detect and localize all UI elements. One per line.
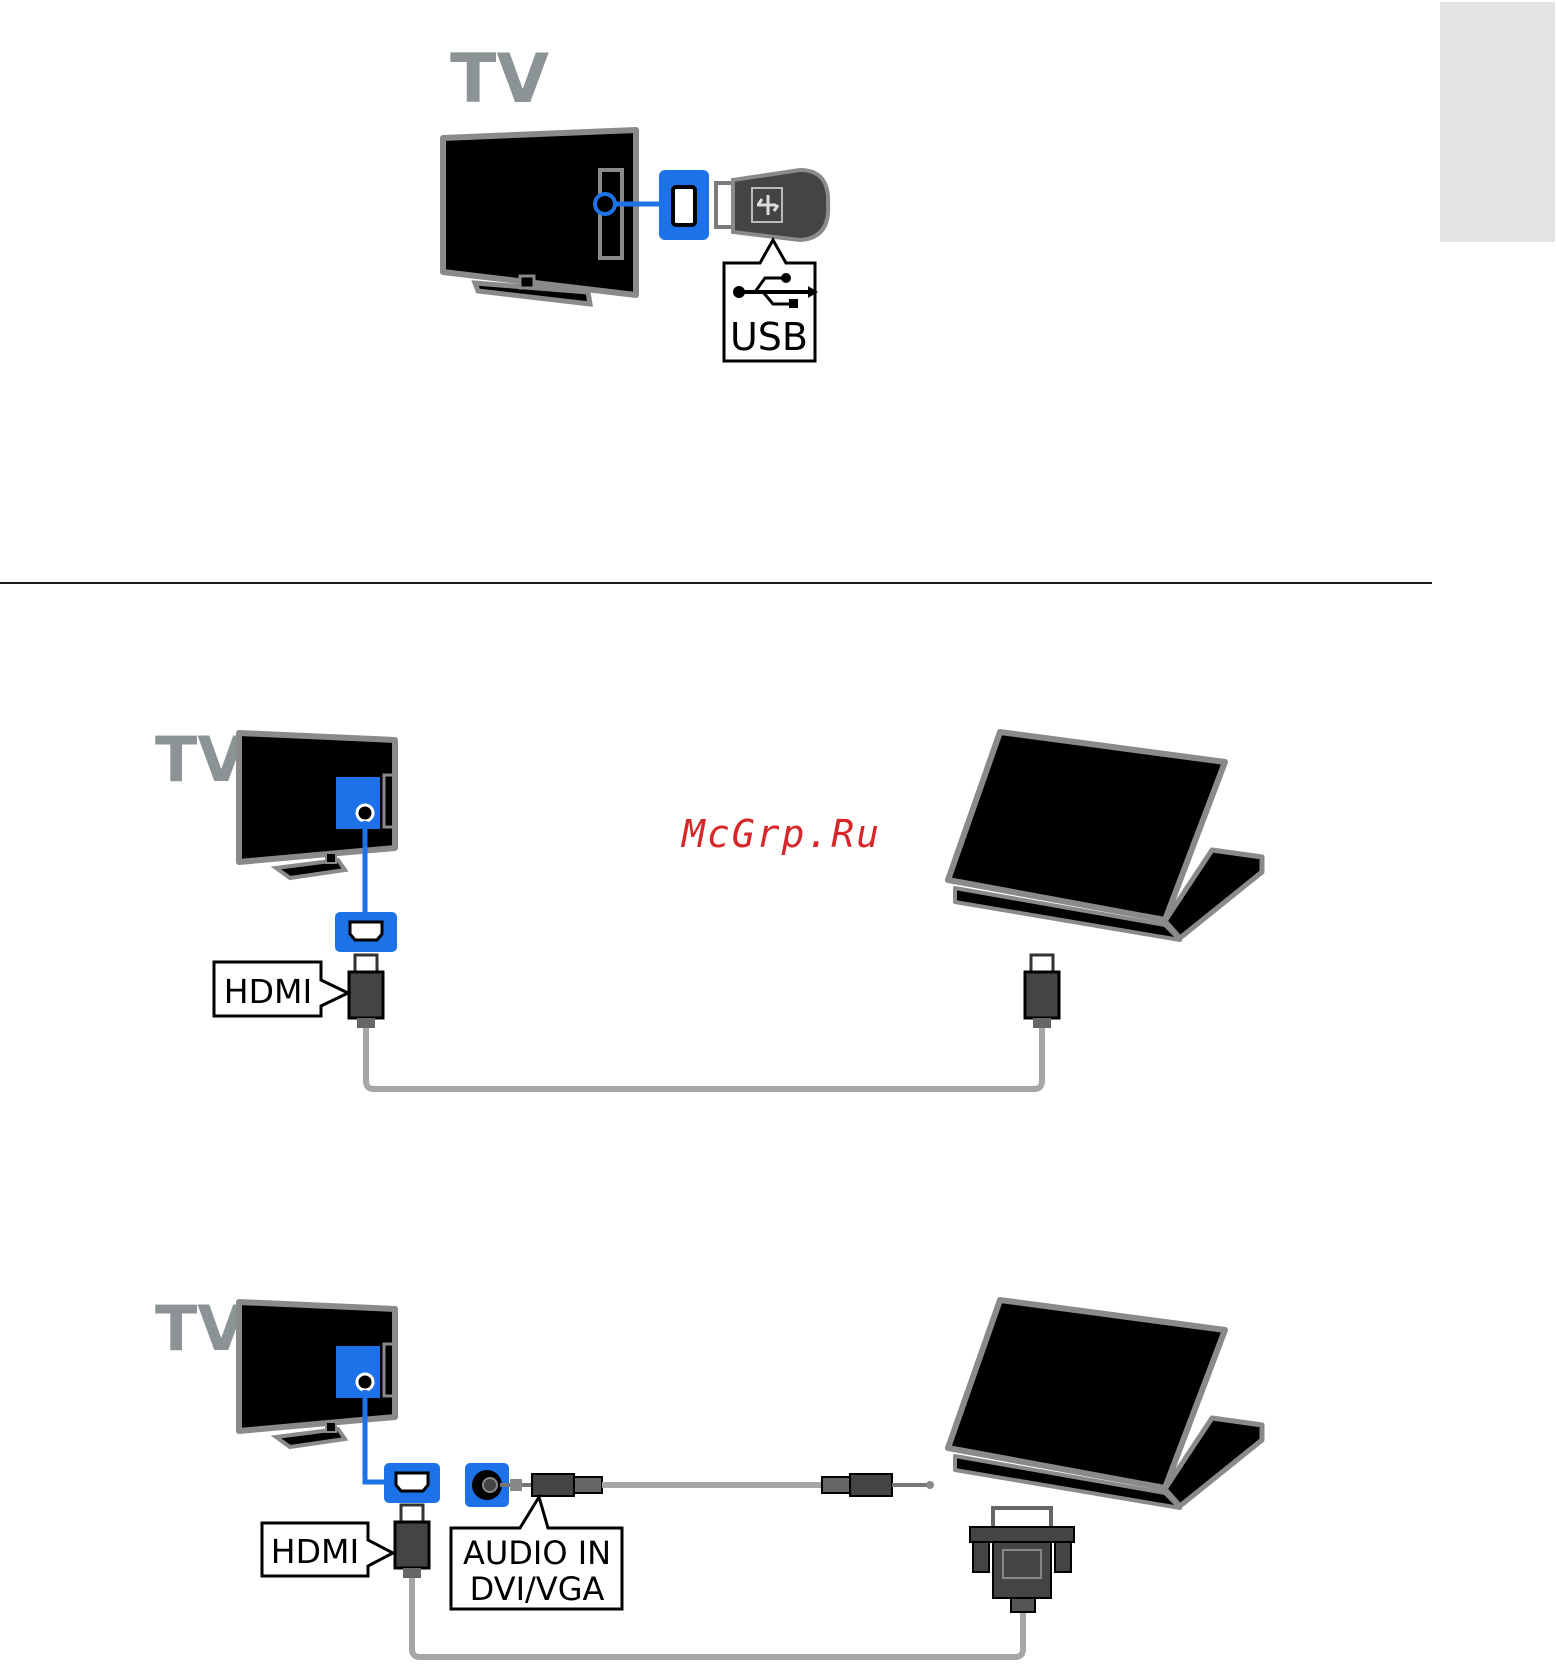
audio-label-line2: DVI/VGA: [470, 1570, 605, 1608]
usb-label: USB: [730, 315, 808, 359]
hdmi-port-icon: [335, 912, 397, 952]
audio-cable-icon: [500, 1474, 934, 1496]
dvi-vga-diagram: TV HDMI: [155, 1292, 1262, 1657]
hdmi-label: HDMI: [271, 1532, 359, 1571]
hdmi-plug-icon: [349, 955, 383, 1028]
hdmi-plug-icon: [1025, 955, 1059, 1028]
vga-connector-icon: [970, 1508, 1074, 1612]
tv-label: TV: [155, 723, 245, 796]
tv-label: TV: [450, 40, 549, 119]
tv-icon: [443, 130, 636, 304]
usb-label-box: USB: [724, 240, 818, 361]
laptop-icon: [948, 1300, 1262, 1508]
laptop-icon: [948, 732, 1262, 940]
tv-icon: [239, 733, 395, 878]
hdmi-diagram: TV HDMI: [155, 723, 1262, 1089]
hdmi-label-box: HDMI: [214, 962, 348, 1016]
usb-diagram: TV: [443, 40, 828, 361]
tv-label: TV: [155, 1292, 245, 1365]
hdmi-label: HDMI: [224, 972, 312, 1011]
audio-label-line1: AUDIO IN: [463, 1534, 611, 1572]
hdmi-plug-icon: [395, 1505, 429, 1578]
usb-port-icon: [659, 170, 709, 240]
audio-label-box: AUDIO IN DVI/VGA: [451, 1497, 622, 1609]
tv-icon: [239, 1302, 395, 1447]
hdmi-label-box: HDMI: [262, 1523, 393, 1576]
hdmi-port-icon: [384, 1463, 440, 1503]
